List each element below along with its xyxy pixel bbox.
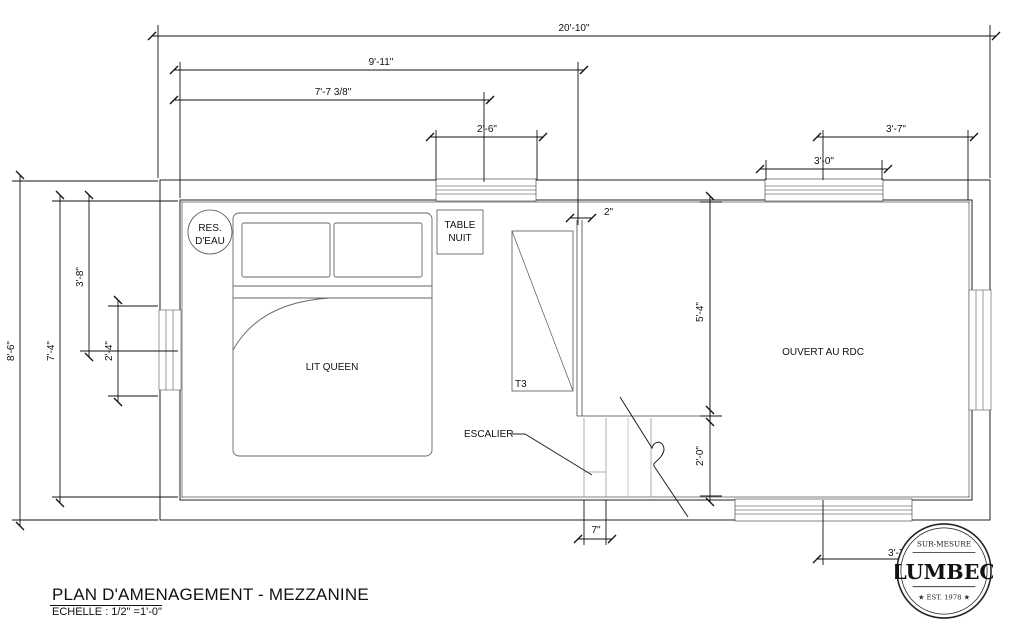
logo-bottom-text: ★ EST. 1978 ★ (918, 593, 970, 601)
window-right (968, 289, 992, 411)
dim-stair-gap: 2" (604, 207, 614, 218)
drawing-title: PLAN D'AMENAGEMENT - MEZZANINE (52, 585, 369, 604)
window-bottom-right (734, 498, 913, 522)
water-tank-label-1: RES. (198, 223, 221, 234)
logo-top-text: SUR-MESURE (917, 540, 971, 549)
water-tank-label-2: D'EAU (195, 236, 225, 247)
stair-break-line (619, 396, 689, 518)
lumbec-logo: SUR-MESURE LUMBEC ★ EST. 1978 ★ (895, 523, 993, 619)
dim-width-inner: 7'-7 3/8" (315, 87, 352, 98)
dim-overall-height: 8'-6" (6, 341, 17, 361)
dim-opening-height: 5'-4" (695, 302, 706, 322)
exterior-walls (159, 179, 991, 521)
dim-height-b: 2'-4" (104, 341, 115, 361)
dim-overall-width: 20'-10" (558, 23, 589, 34)
dim-height-a: 3'-8" (75, 267, 86, 287)
wardrobe-label: T3 (515, 379, 527, 390)
window-top-right (764, 178, 884, 202)
queen-bed: LIT QUEEN (232, 212, 433, 457)
stairs-label: ESCALIER (464, 429, 513, 440)
water-tank: RES. D'EAU (187, 209, 233, 255)
stairs-callout: ESCALIER (464, 429, 593, 476)
drawing-scale: ECHELLE : 1/2" =1'-0" (52, 606, 162, 618)
logo-name: LUMBEC (895, 560, 993, 584)
dim-stair-height: 2'-0" (695, 446, 706, 466)
open-area-label: OUVERT AU RDC (782, 347, 864, 358)
wardrobe-t3: T3 (511, 230, 574, 392)
dimension-texts: 20'-10" 9'-11" 7'-7 3/8" 2'-6" 3'-7" 3'-… (6, 23, 908, 559)
nightstand-label-1: TABLE (445, 220, 476, 231)
nightstand-label-2: NUIT (448, 233, 471, 244)
mezzanine-edge (576, 202, 711, 497)
title-underline (50, 605, 162, 606)
dim-window-top: 2'-6" (477, 124, 497, 135)
dim-stair-bottom: 7" (591, 525, 601, 536)
dimension-lines (12, 25, 1001, 565)
nightstand: TABLE NUIT (436, 209, 484, 255)
window-left (158, 309, 182, 391)
dim-right-top: 3'-7" (886, 124, 906, 135)
dim-width-left: 9'-11" (369, 57, 394, 68)
dim-window-right: 3'-0" (814, 156, 834, 167)
dim-bottom-right: 3'-7" (888, 548, 908, 559)
window-top-left (435, 178, 537, 202)
bed-label: LIT QUEEN (306, 362, 359, 373)
dim-inner-height: 7'-4" (46, 341, 57, 361)
